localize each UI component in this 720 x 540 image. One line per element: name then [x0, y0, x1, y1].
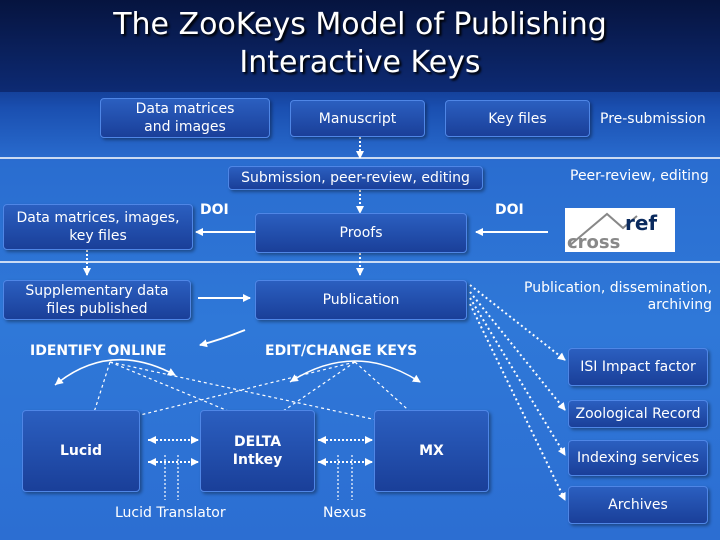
data-matrices-box: Data matrices and images [100, 98, 270, 138]
mx-label: MX [419, 443, 444, 459]
publication-box: Publication [255, 280, 467, 320]
zoological-record-label: Zoological Record [575, 406, 701, 422]
mx-box: MX [374, 410, 489, 492]
indexing-label: Indexing services [576, 450, 700, 466]
delta-box: DELTA Intkey [200, 410, 315, 492]
svg-text:ref: ref [625, 211, 657, 235]
arrow-pub-index [469, 297, 566, 456]
archives-box: Archives [568, 486, 708, 524]
data-matrices-key-box: Data matrices, images, key files [3, 204, 193, 250]
title-line-1: The ZooKeys Model of Publishing [113, 7, 607, 42]
zoological-record-box: Zoological Record [568, 400, 708, 428]
submission-label: Submission, peer-review, editing [241, 170, 470, 186]
data-matrices-label: Data matrices and images [135, 101, 235, 135]
isi-box: ISI Impact factor [568, 348, 708, 386]
identify-online-label: IDENTIFY ONLINE [30, 343, 167, 359]
data-matrices-key-label: Data matrices, images, key files [16, 210, 180, 244]
publication-label: Publication [322, 292, 400, 308]
isi-label: ISI Impact factor [580, 359, 696, 375]
pre-submission-label: Pre-submission [600, 111, 706, 127]
lucid-box: Lucid [22, 410, 140, 492]
key-files-label: Key files [488, 110, 547, 127]
arrow-pub-zoo [469, 291, 566, 411]
doi-left-label: DOI [200, 202, 229, 218]
indexing-box: Indexing services [568, 440, 708, 476]
page-title: The ZooKeys Model of Publishing Interact… [0, 6, 720, 82]
delta-label: DELTA Intkey [232, 434, 283, 468]
crossref-logo: ref cross [565, 208, 675, 253]
publication-dissemination-label: Publication, dissemination, archiving [524, 280, 712, 313]
lucid-label: Lucid [59, 443, 102, 459]
supplementary-box: Supplementary data files published [3, 280, 191, 320]
key-files-box: Key files [445, 100, 590, 137]
crossref-logo-graphic: ref cross [565, 208, 675, 253]
proofs-label: Proofs [339, 225, 383, 241]
proofs-box: Proofs [255, 213, 467, 253]
supplementary-label: Supplementary data files published [25, 283, 169, 317]
arrow-identify-curve [199, 329, 246, 348]
edit-change-keys-label: EDIT/CHANGE KEYS [265, 343, 418, 359]
link-edit-lucid [119, 361, 356, 423]
lucid-translator-label: Lucid Translator [115, 505, 226, 521]
arrow-pub-archive [469, 303, 566, 501]
submission-box: Submission, peer-review, editing [228, 166, 483, 190]
peer-review-label: Peer-review, editing [570, 168, 709, 184]
edit-arc [289, 360, 421, 383]
manuscript-label: Manuscript [318, 110, 397, 127]
svg-text:cross: cross [567, 232, 620, 252]
title-line-2: Interactive Keys [239, 45, 481, 80]
title-band [0, 0, 720, 92]
doi-right-label: DOI [495, 202, 524, 218]
arrow-pub-isi [469, 284, 566, 361]
archives-label: Archives [608, 497, 668, 513]
manuscript-box: Manuscript [290, 100, 425, 137]
nexus-label: Nexus [323, 505, 367, 521]
identify-arc [54, 358, 176, 386]
